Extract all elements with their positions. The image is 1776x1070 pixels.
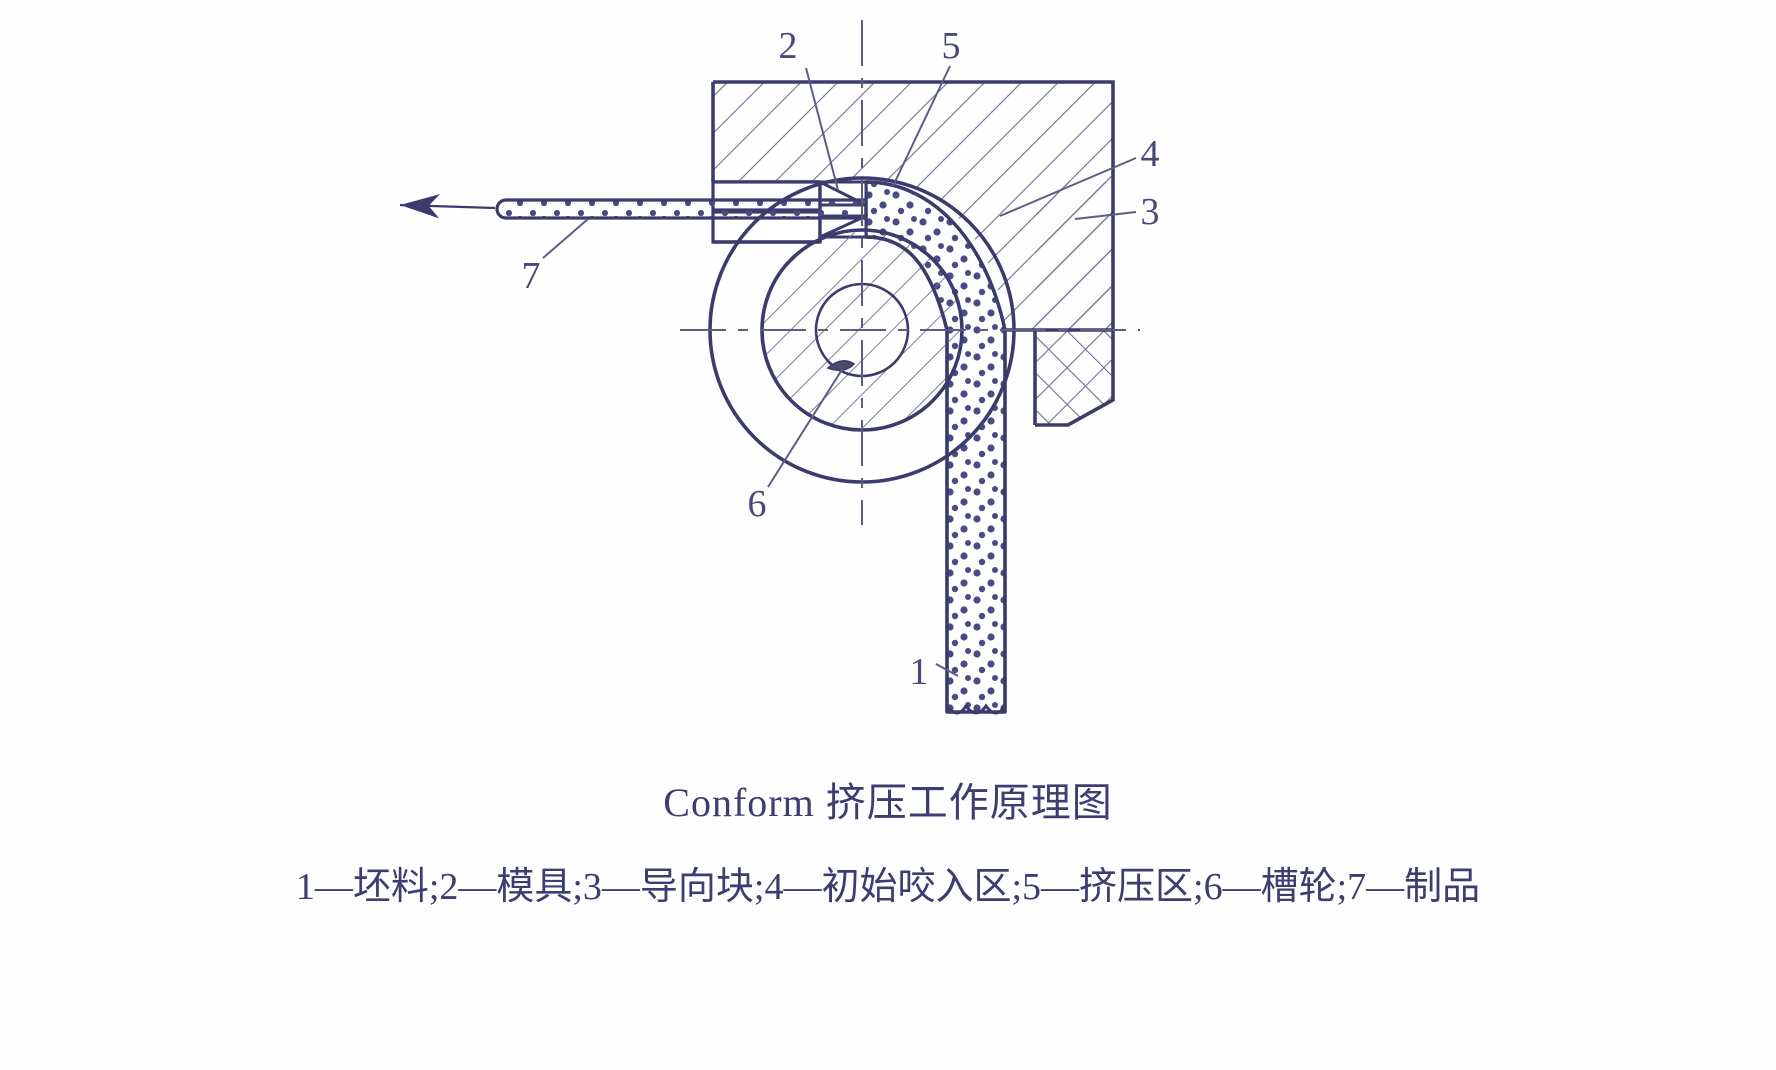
leader-3	[1074, 211, 1137, 220]
stream-outer-edge	[865, 180, 1007, 712]
callout-5: 5	[942, 25, 961, 67]
figure-legend: 1—坯料;2—模具;3—导向块;4—初始咬入区;5—挤压区;6—槽轮;7—制品	[295, 866, 1481, 908]
centre-lines	[680, 20, 1140, 525]
guide-block-right-wedge	[905, 182, 1113, 425]
callout-7: 7	[522, 255, 541, 297]
leader-6	[767, 367, 844, 488]
billet-break-line	[945, 703, 1007, 715]
stream-inner-edge	[865, 235, 949, 712]
extrusion-direction-arrow	[399, 194, 496, 219]
callout-leaders	[542, 65, 1137, 677]
callout-4: 4	[1141, 133, 1160, 175]
leader-5	[892, 65, 951, 187]
product-rod	[495, 198, 868, 220]
callout-3: 3	[1141, 191, 1160, 233]
callout-6: 6	[748, 483, 767, 525]
callout-1: 1	[910, 651, 929, 693]
leader-1	[935, 663, 959, 677]
callout-numbers: 2 5 4 3 7 6 1	[522, 25, 1160, 693]
figure-title: Conform 挤压工作原理图	[663, 780, 1113, 825]
leader-4	[999, 157, 1137, 217]
callout-2: 2	[779, 25, 798, 67]
leader-2	[805, 67, 839, 191]
leader-7	[542, 218, 589, 259]
conform-extrusion-diagram: 2 5 4 3 7 6 1	[399, 20, 1160, 715]
